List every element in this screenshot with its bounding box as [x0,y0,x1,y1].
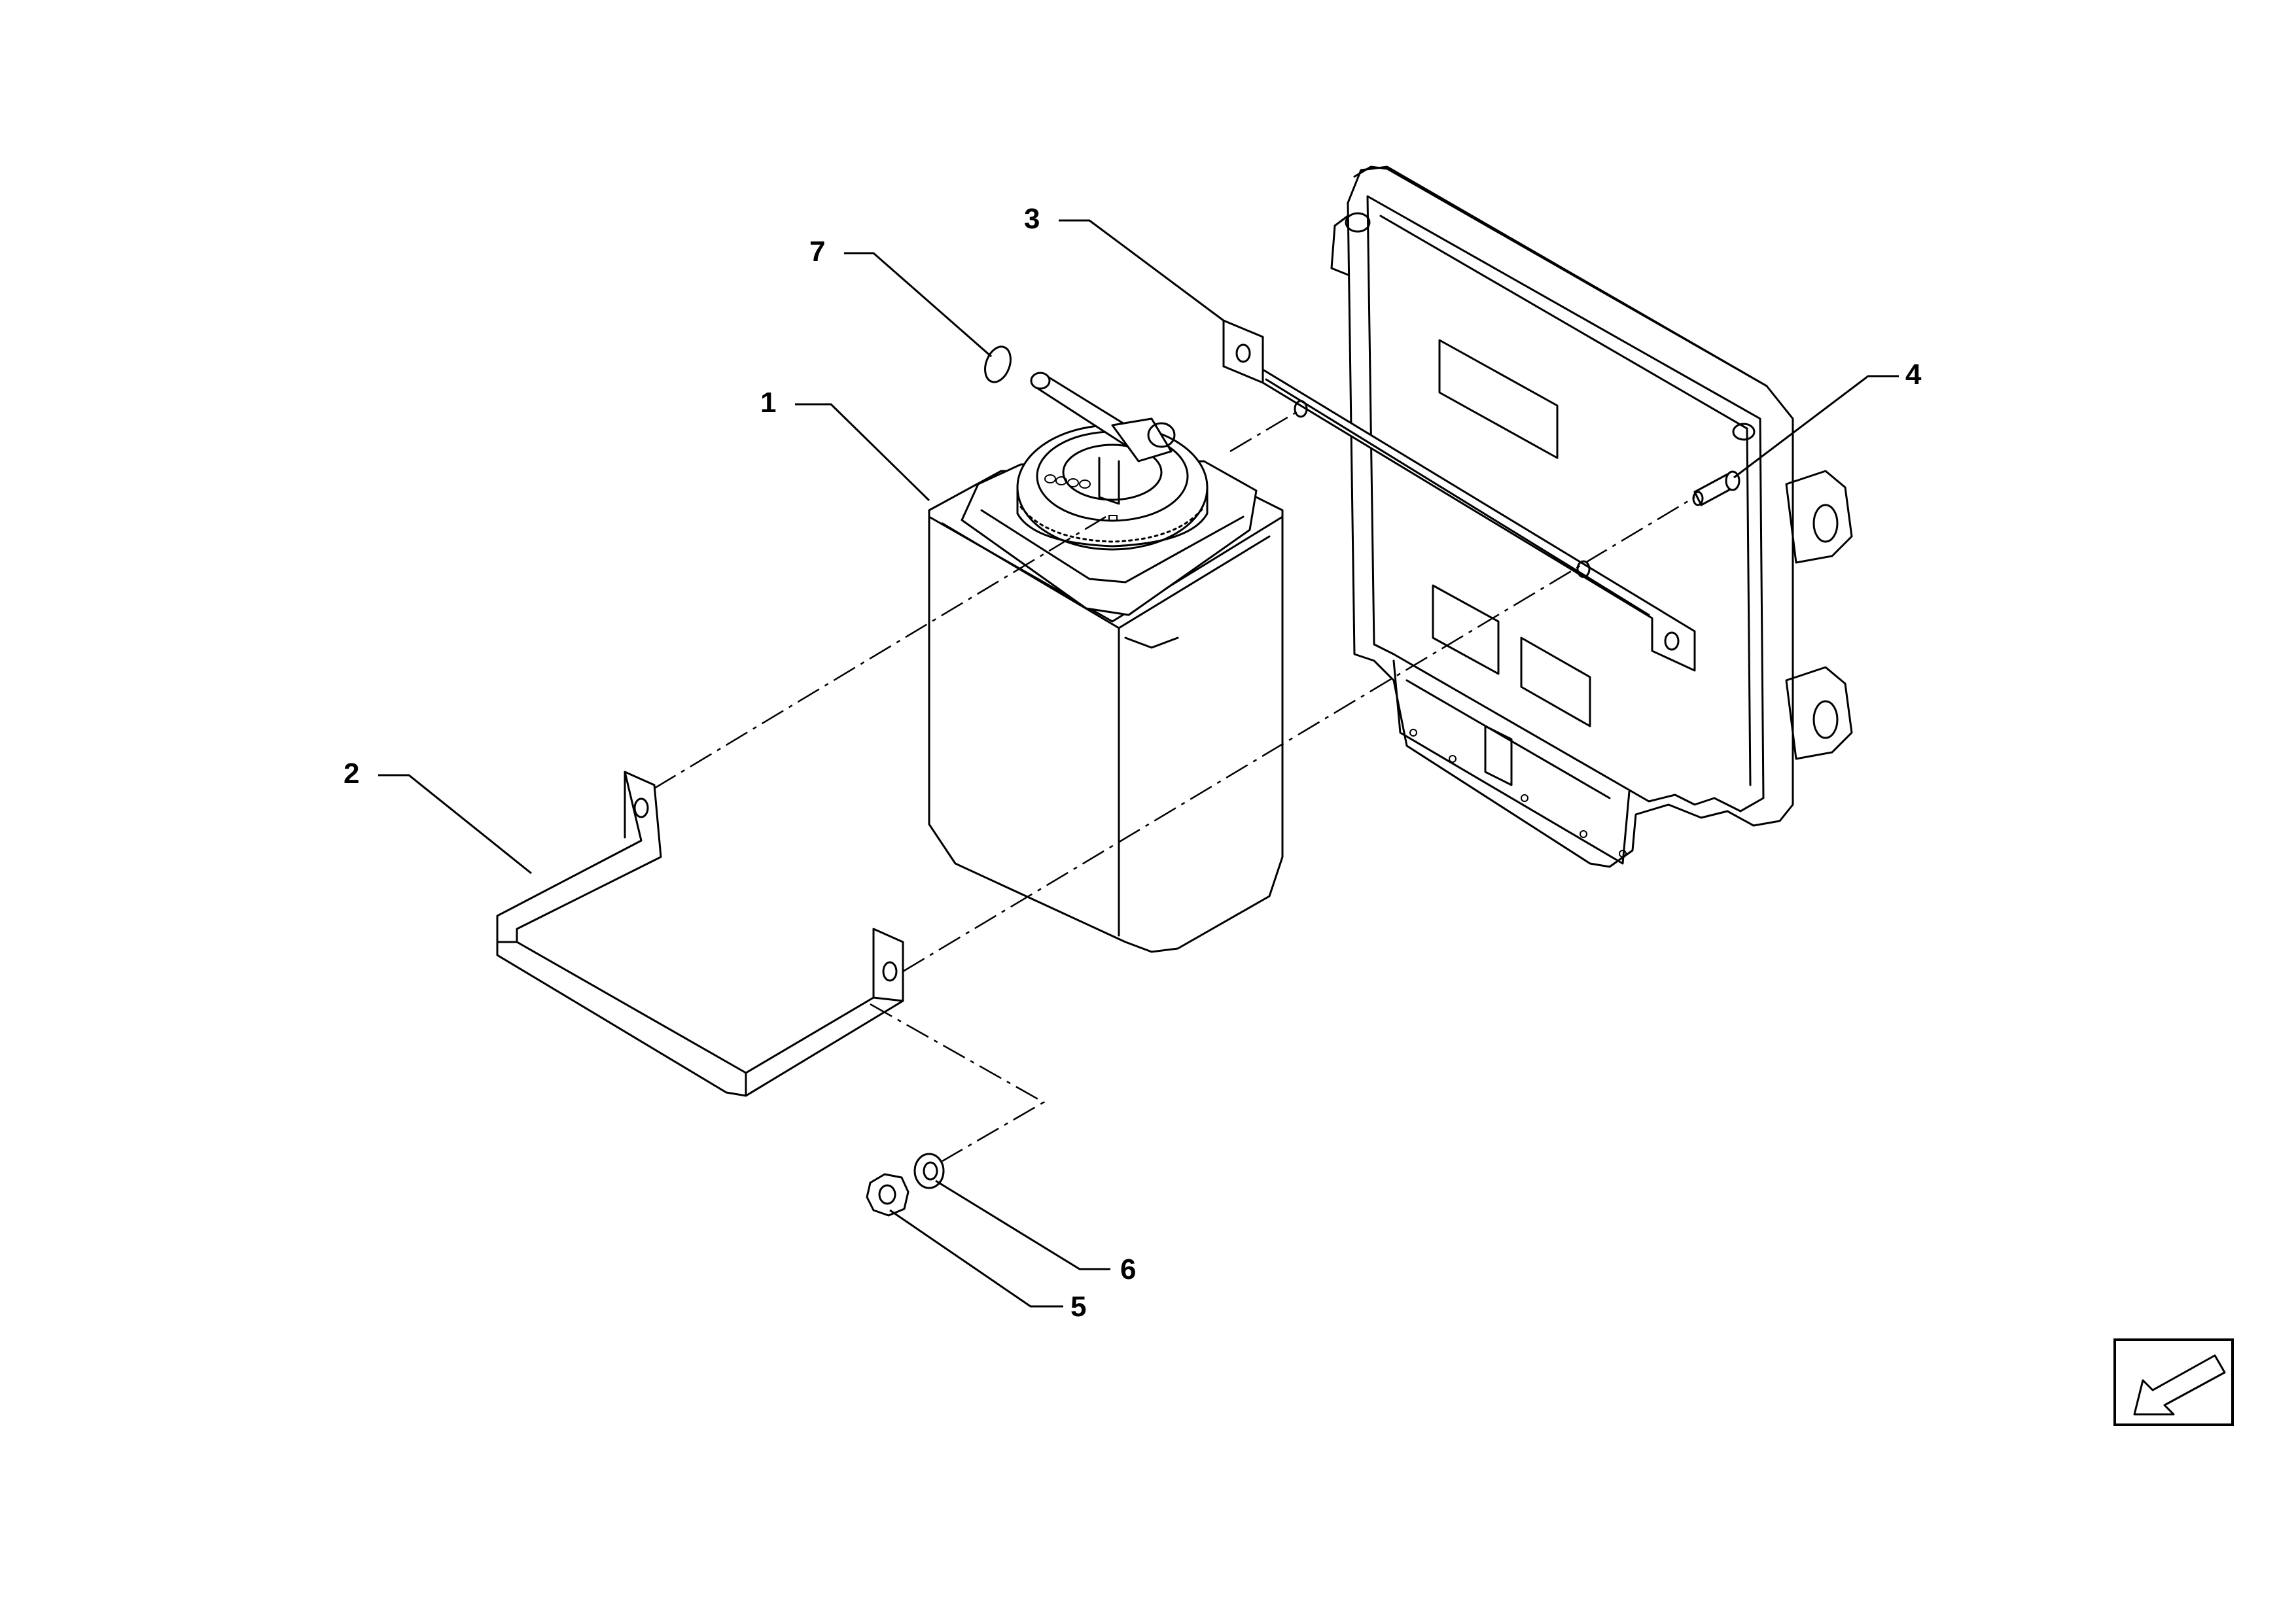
o-ring [984,345,1012,383]
callout-4: 4 [1905,358,1922,391]
stud [1692,470,1740,506]
assembly-lines [654,408,1695,1162]
reservoir [928,372,1284,953]
cap [1016,372,1209,551]
callout-1: 1 [760,387,776,419]
washer [913,1153,945,1189]
callout-5: 5 [1070,1291,1086,1323]
callouts: 1 2 3 4 5 6 7 [344,203,1922,1323]
callout-3: 3 [1024,203,1040,235]
callout-2: 2 [344,758,359,790]
callout-6: 6 [1120,1253,1136,1285]
nut [866,1173,910,1217]
u-bracket [496,771,904,1097]
control-unit [1330,166,1853,868]
callout-7: 7 [809,236,825,268]
orientation-arrow-icon [2113,1338,2234,1426]
flat-bracket [1222,319,1696,672]
